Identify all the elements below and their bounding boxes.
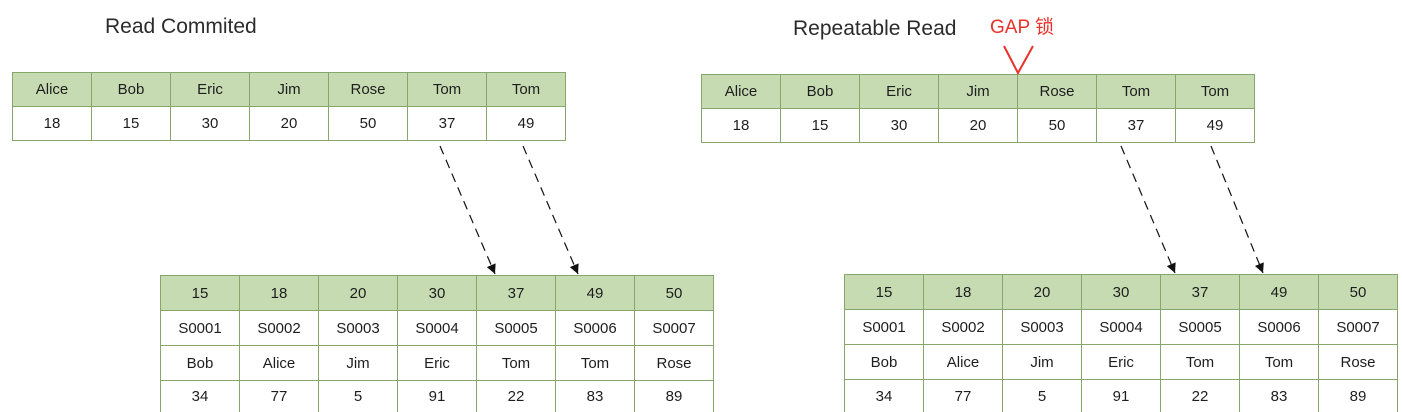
table-cell: 91 [398,381,477,412]
header-cell: 50 [635,276,714,311]
header-cell: Eric [171,73,250,107]
table-cell: Tom [477,346,556,381]
table-cell: 34 [845,380,924,412]
header-cell: Eric [860,75,939,109]
dashed-arrow-right-tom-49 [1210,145,1264,274]
table-cell: 37 [408,107,487,141]
gap-lock-annotation: GAP 锁 [990,17,1055,38]
table-cell: Tom [1240,345,1319,380]
header-cell: 30 [1082,275,1161,310]
table-cell: 5 [1003,380,1082,412]
table-cell: S0003 [319,311,398,346]
table-cell: Jim [319,346,398,381]
header-cell: 18 [240,276,319,311]
table-cell: 15 [92,107,171,141]
table-cell: 77 [924,380,1003,412]
table-cell: 18 [13,107,92,141]
table-cell: S0004 [1082,310,1161,345]
header-cell: 49 [556,276,635,311]
header-cell: 20 [319,276,398,311]
table-cell: 15 [781,109,860,143]
table-cell: S0005 [477,311,556,346]
table-cell: 22 [1161,380,1240,412]
header-cell: 37 [1161,275,1240,310]
header-cell: Alice [13,73,92,107]
table-cell: Rose [1319,345,1398,380]
header-cell: Bob [781,75,860,109]
table-cell: Alice [240,346,319,381]
header-cell: Rose [329,73,408,107]
table-cell: 5 [319,381,398,412]
header-cell: 49 [1240,275,1319,310]
table-cell: 30 [171,107,250,141]
header-cell: 50 [1319,275,1398,310]
header-cell: 15 [845,275,924,310]
table-cell: 50 [329,107,408,141]
header-cell: Tom [487,73,566,107]
header-cell: Jim [939,75,1018,109]
table-cell: Tom [1161,345,1240,380]
table-cell: 30 [860,109,939,143]
table-cell: S0002 [240,311,319,346]
gap-lock-marker [1003,45,1034,76]
header-cell: Bob [92,73,171,107]
table-cell: S0001 [845,310,924,345]
table-cell: 49 [487,107,566,141]
table-cell: 89 [635,381,714,412]
table-cell: 34 [161,381,240,412]
table-cell: Jim [1003,345,1082,380]
header-cell: Tom [1097,75,1176,109]
table-cell: 37 [1097,109,1176,143]
table-cell: 22 [477,381,556,412]
table-cell: S0002 [924,310,1003,345]
header-cell: Alice [702,75,781,109]
table-cell: S0007 [1319,310,1398,345]
header-cell: 20 [1003,275,1082,310]
table-cell: Alice [924,345,1003,380]
table-cell: 83 [556,381,635,412]
table-cell: Eric [398,346,477,381]
table-cell: S0001 [161,311,240,346]
table-cell: Bob [161,346,240,381]
table-cell: 50 [1018,109,1097,143]
header-cell: 30 [398,276,477,311]
table-cell: 77 [240,381,319,412]
header-cell: 15 [161,276,240,311]
table-cell: S0007 [635,311,714,346]
table-cell: S0006 [1240,310,1319,345]
header-cell: Jim [250,73,329,107]
table-cell: Rose [635,346,714,381]
table-cell: S0006 [556,311,635,346]
table-cell: 20 [939,109,1018,143]
table-cell: Bob [845,345,924,380]
table-cell: 89 [1319,380,1398,412]
dashed-arrow-right-tom-37 [1120,145,1176,274]
header-cell: 37 [477,276,556,311]
table-cell: 20 [250,107,329,141]
table-cell: 49 [1176,109,1255,143]
header-cell: 18 [924,275,1003,310]
header-cell: Rose [1018,75,1097,109]
table-cell: Eric [1082,345,1161,380]
table-cell: 83 [1240,380,1319,412]
table-cell: S0004 [398,311,477,346]
table-cell: Tom [556,346,635,381]
dashed-arrow-left-tom-37 [439,145,496,275]
header-cell: Tom [1176,75,1255,109]
read-committed-title: Read Commited [105,15,257,38]
table-cell: S0003 [1003,310,1082,345]
table-cell: 91 [1082,380,1161,412]
header-cell: Tom [408,73,487,107]
table-cell: 18 [702,109,781,143]
table-cell: S0005 [1161,310,1240,345]
dashed-arrow-left-tom-49 [522,145,579,275]
repeatable-read-title: Repeatable Read [793,17,957,40]
